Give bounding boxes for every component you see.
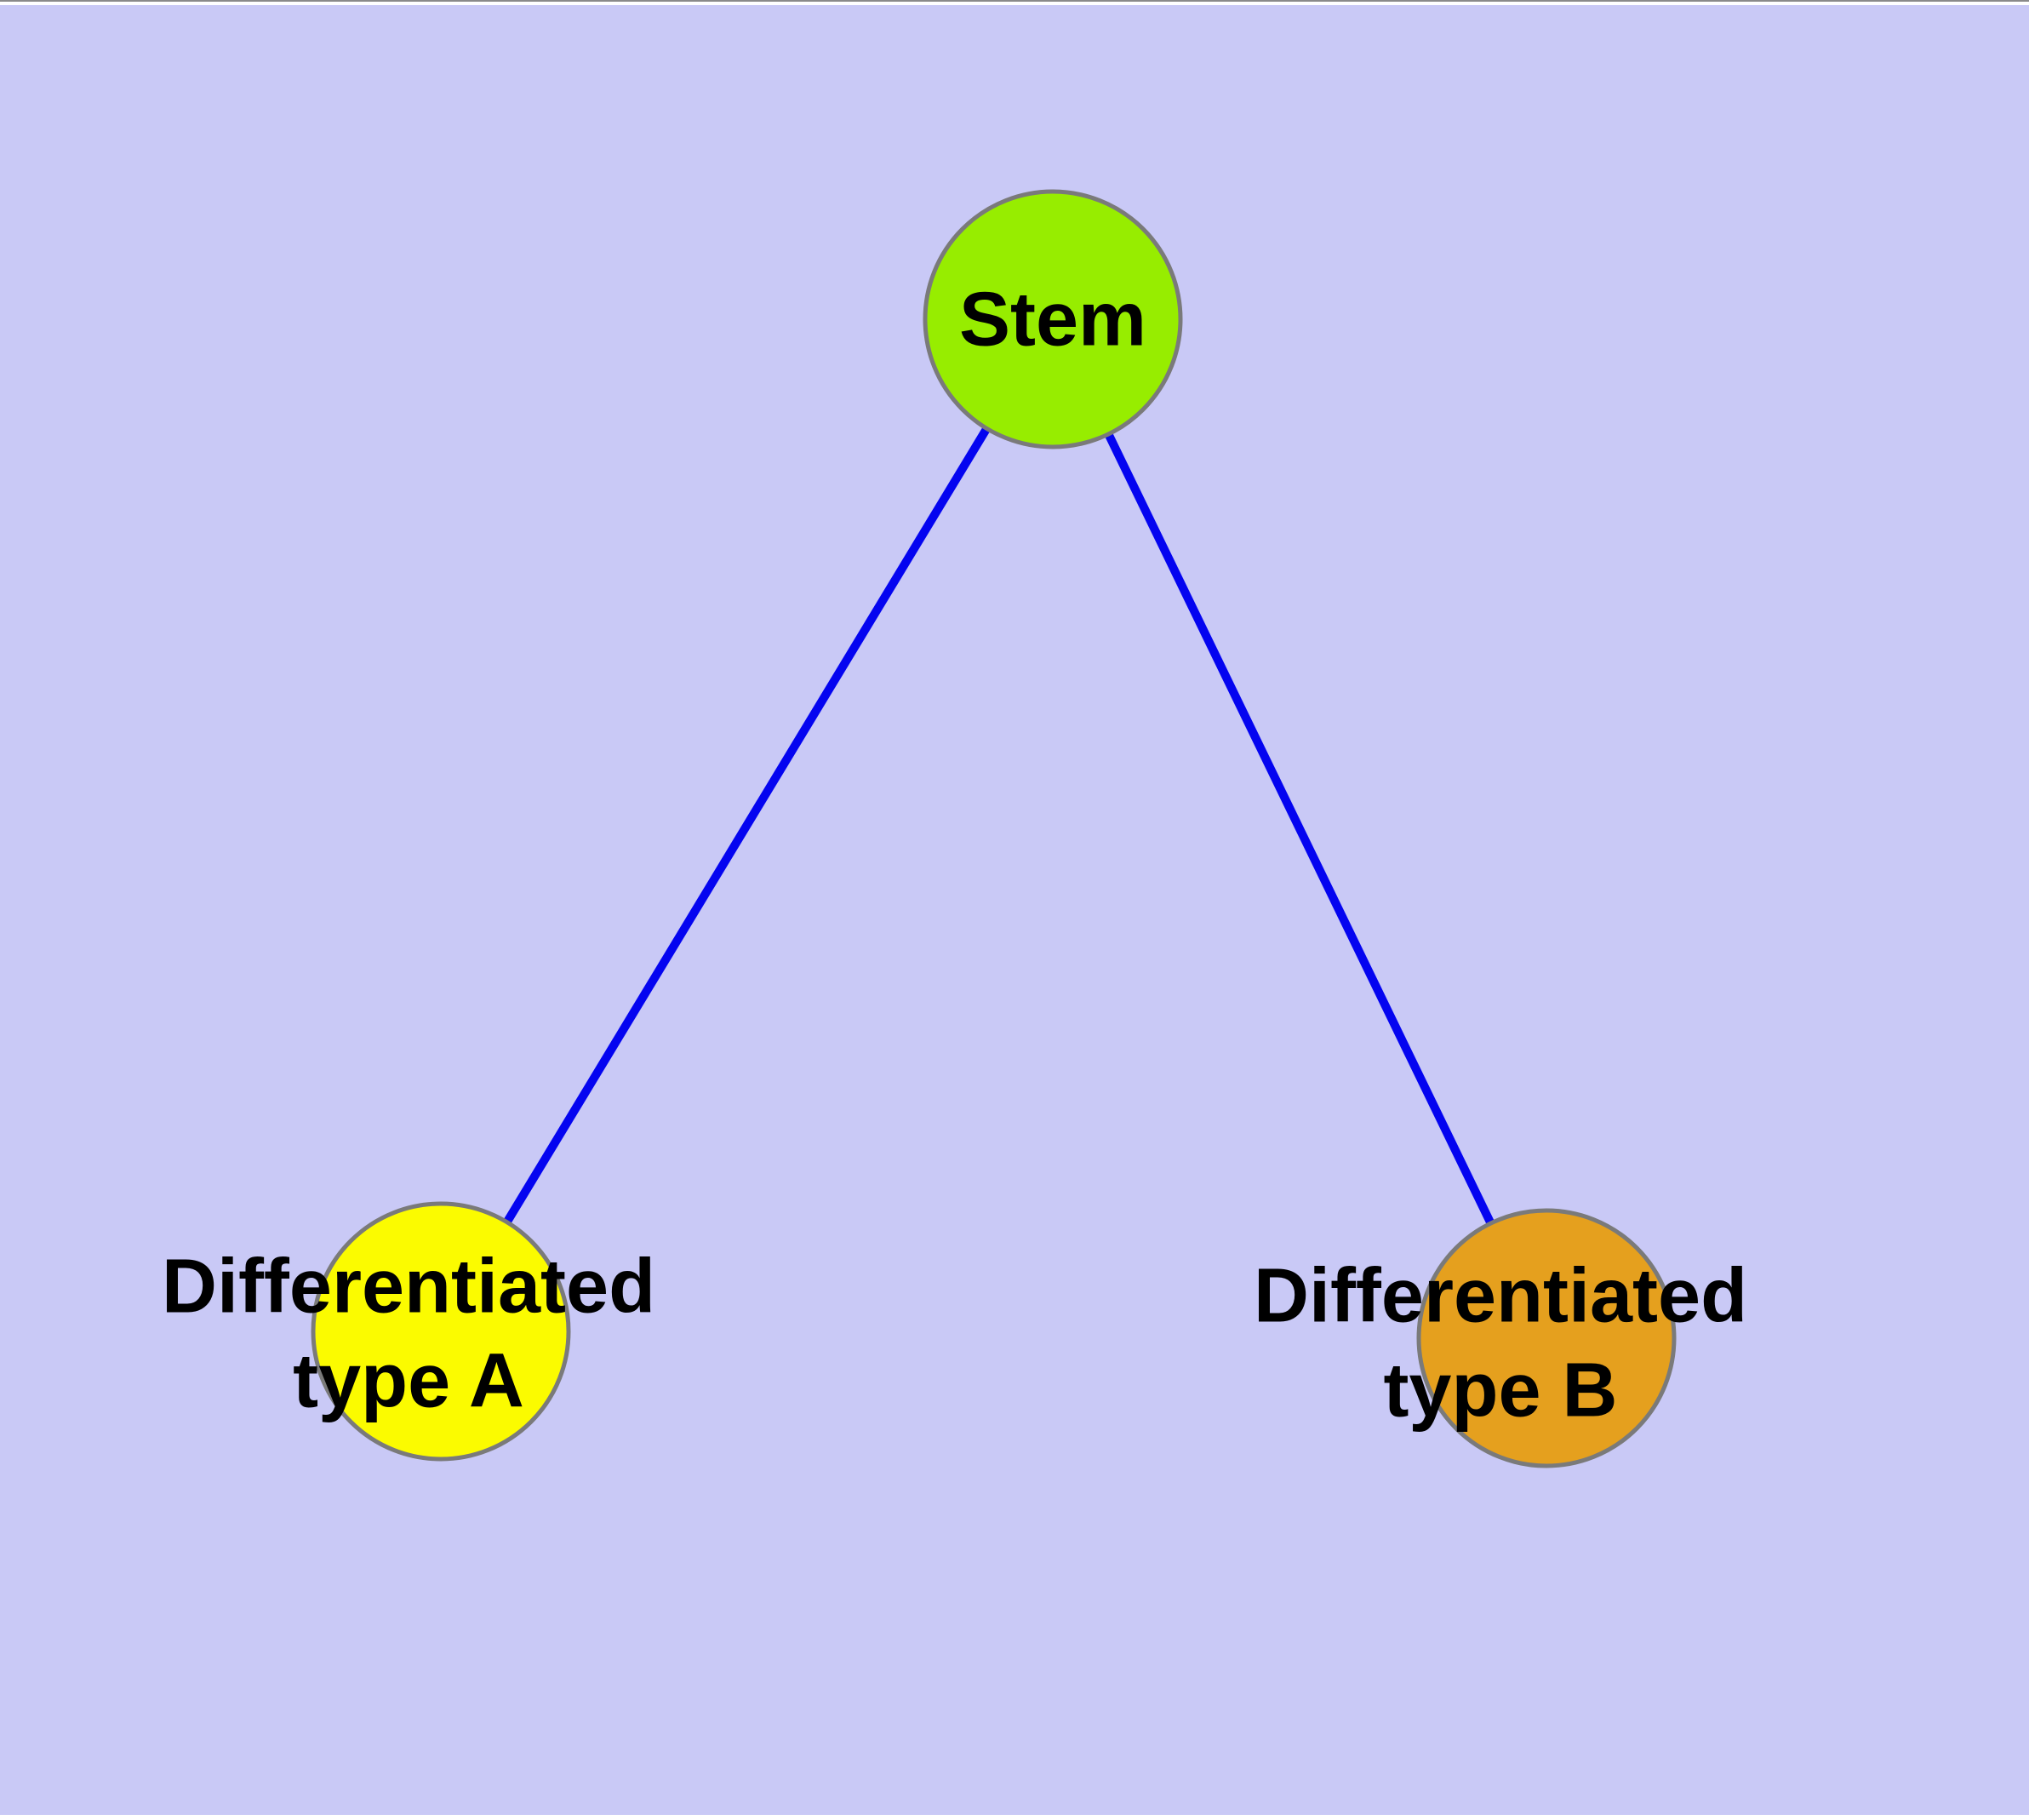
top-margin-strip bbox=[0, 0, 2029, 5]
node-diff-b bbox=[1416, 1208, 1677, 1468]
node-stem bbox=[923, 189, 1183, 449]
bottom-margin-strip bbox=[0, 1815, 2029, 1820]
node-diff-a bbox=[311, 1201, 571, 1462]
edge-stem-diff-a bbox=[437, 317, 1057, 1334]
nodes-layer bbox=[311, 189, 1677, 1468]
edge-stem-diff-b bbox=[1049, 317, 1551, 1341]
edges-layer bbox=[437, 317, 1551, 1341]
